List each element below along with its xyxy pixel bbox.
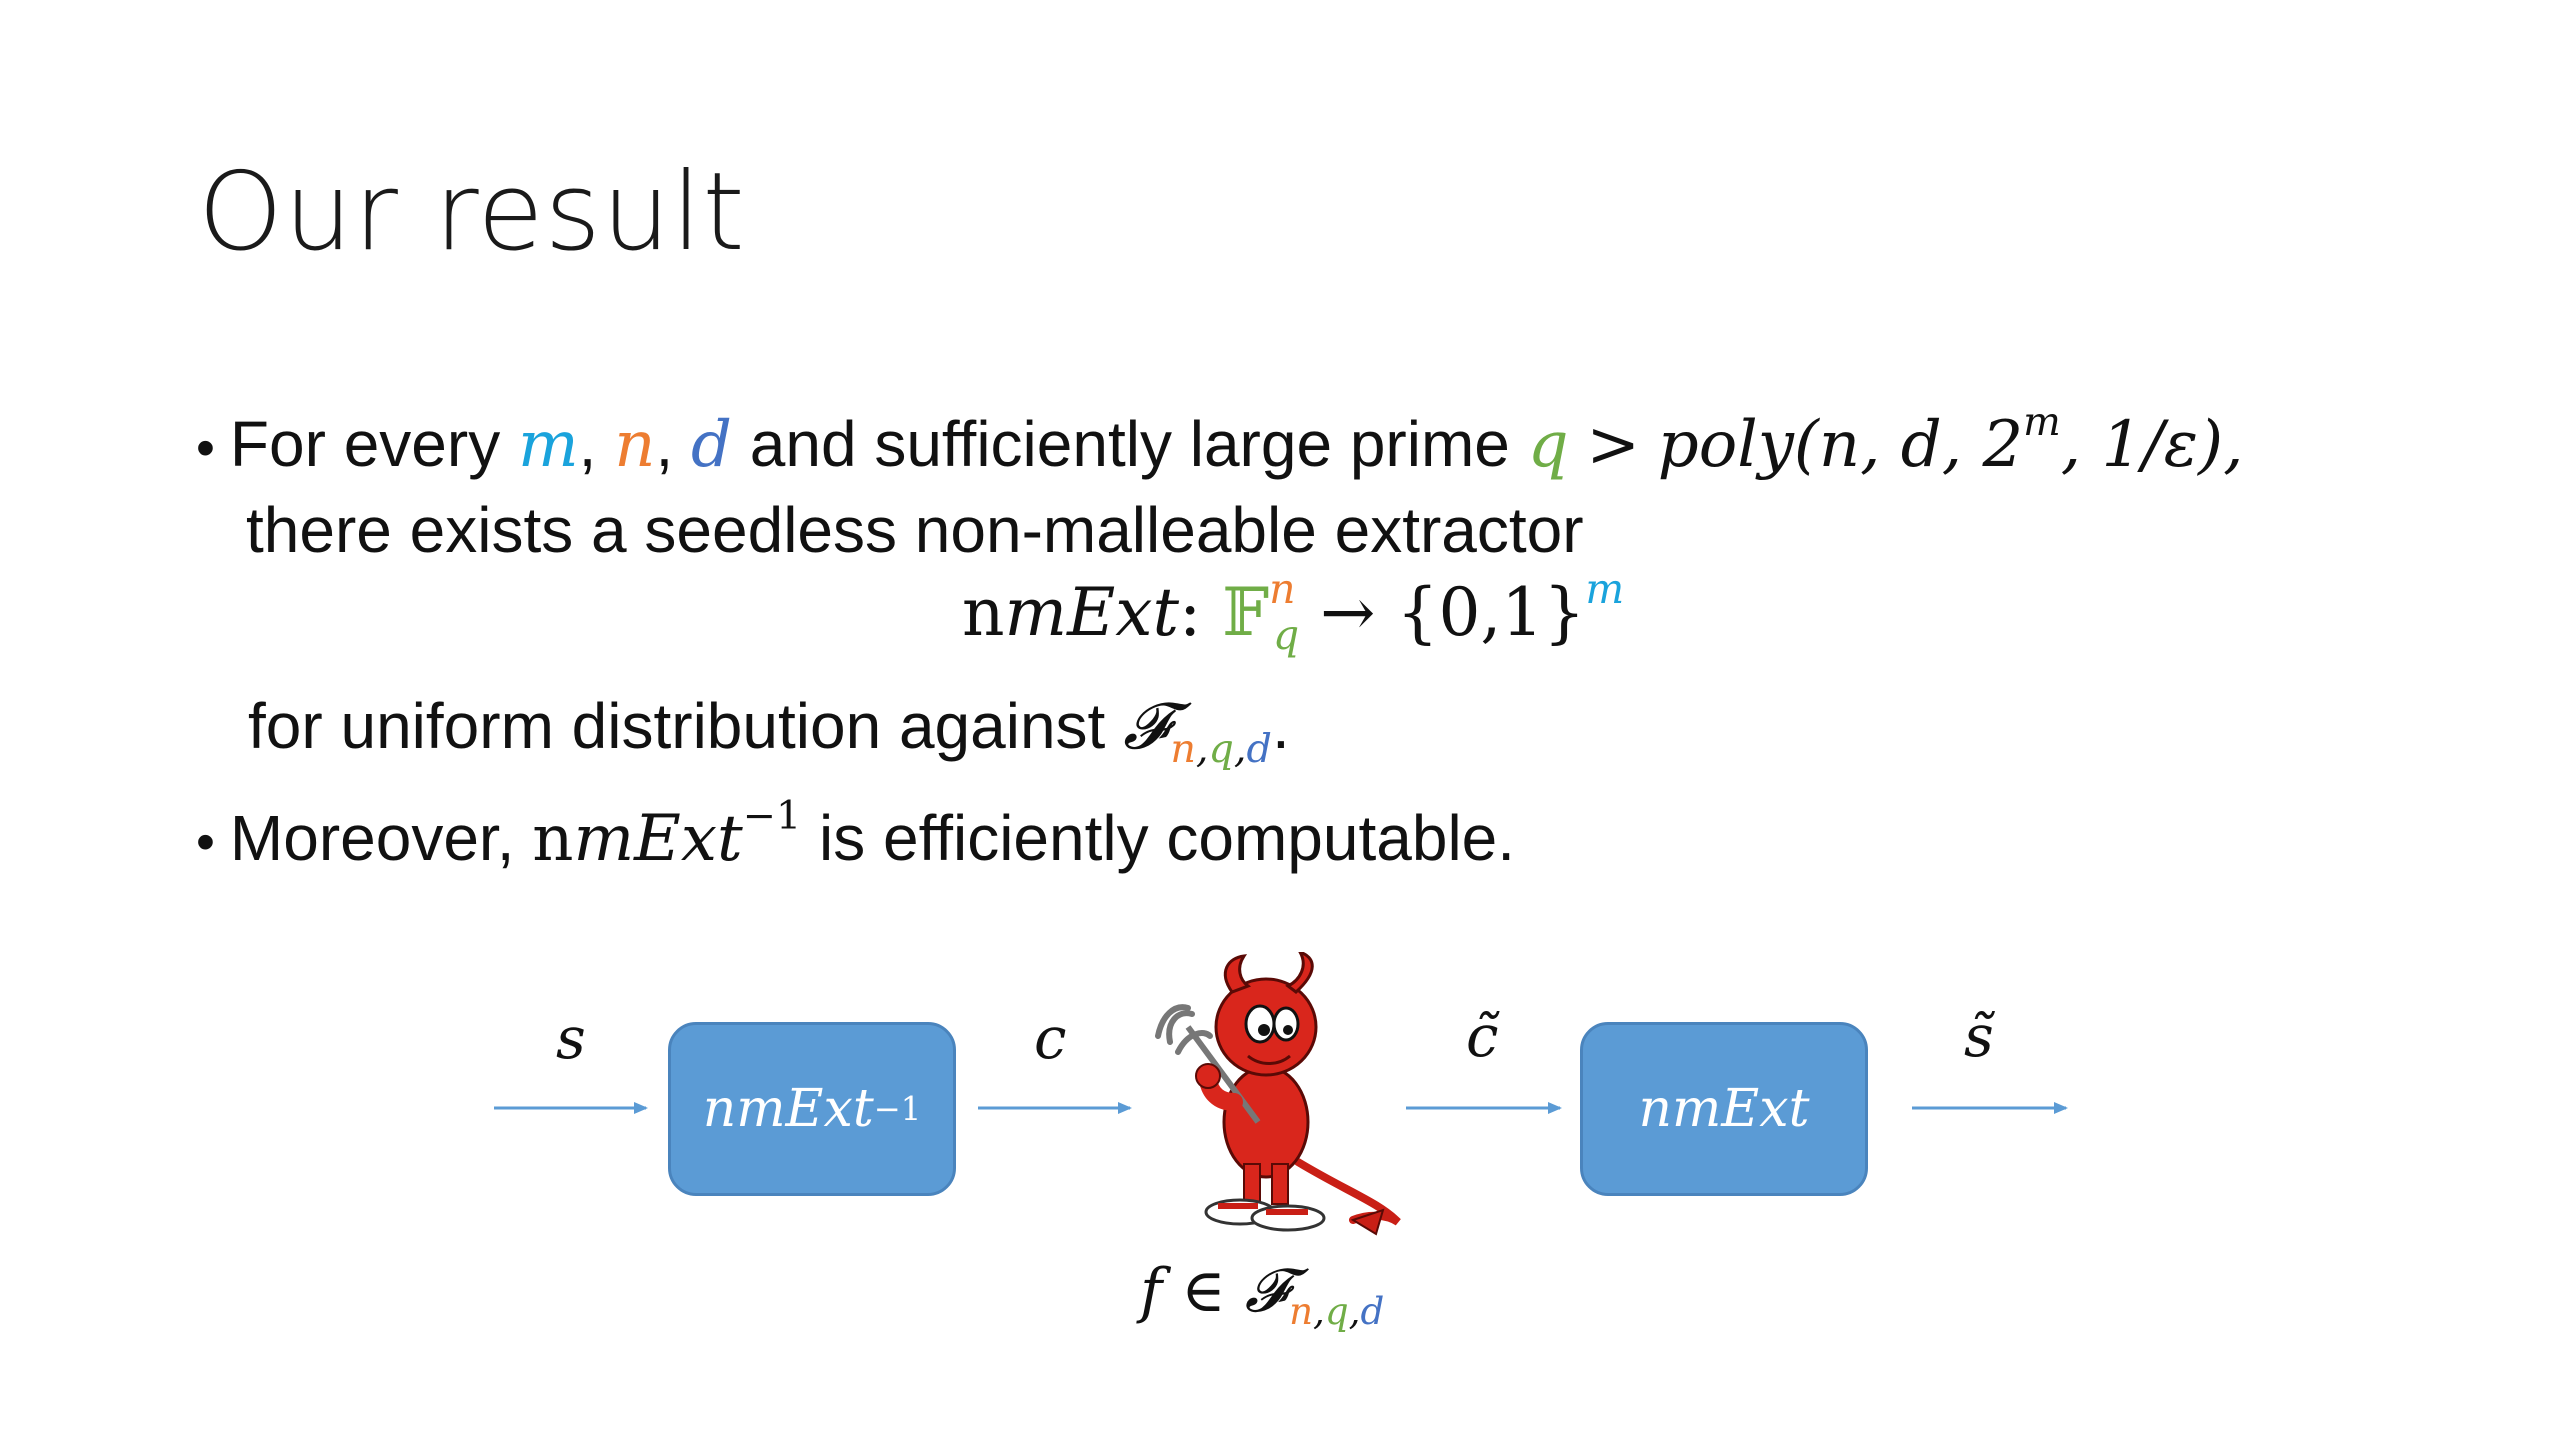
family-f: 𝓕n,q,d — [1123, 690, 1272, 772]
var-q: q — [1527, 408, 1569, 482]
arrow-right: → — [1320, 574, 1376, 651]
colon: : — [1179, 574, 1202, 651]
adversary-label: f ∈ 𝓕n,q,d — [1140, 1256, 1385, 1334]
devil-icon — [1155, 952, 1401, 1236]
poly-func: poly — [1657, 408, 1794, 482]
period: . — [1271, 690, 1290, 762]
formula-nmext: nnmExtmExt: 𝔽nq → {0,1}m — [962, 569, 1624, 656]
text-moreover: Moreover, — [229, 802, 515, 874]
bullet-1-line-4: for uniform distribution against 𝓕n,q,d. — [248, 694, 1290, 769]
label-s: s — [556, 1004, 586, 1072]
label-s-tilde: s̃ — [1964, 1002, 1994, 1070]
text-for-every: For every — [229, 408, 501, 480]
greater-than: > — [1586, 408, 1641, 482]
comma: , — [578, 408, 597, 480]
text-for-uniform: for uniform distribution against — [248, 690, 1106, 762]
nmext-box: nmExt — [1580, 1022, 1868, 1196]
comma: , — [655, 408, 674, 480]
bullet-dot: • — [196, 812, 230, 872]
bullet-dot: • — [196, 418, 230, 478]
label-c-tilde: c̃ — [1466, 1002, 1499, 1070]
field-symbol: 𝔽nq — [1222, 565, 1300, 660]
slide-title: Our result — [198, 150, 746, 275]
bullet-1-line-2: there exists a seedless non-malleable ex… — [246, 494, 1584, 566]
bullet-1-line-1: • For every m, n, d and sufficiently lar… — [196, 402, 2243, 478]
poly-args: (n, d, 2m, 1/ε), — [1793, 399, 2244, 482]
var-n: n — [614, 408, 656, 482]
var-m: m — [517, 408, 579, 482]
text-and-sufficiently: and sufficiently large prime — [749, 408, 1510, 480]
var-d: d — [691, 408, 732, 482]
codomain: {0,1}m — [1396, 565, 1625, 651]
nmext-name: nnmExtmExt — [962, 574, 1180, 651]
nmext-inverse-box: nmExt−1 — [668, 1022, 956, 1196]
label-c: c — [1034, 1004, 1067, 1072]
text-efficiently: is efficiently computable. — [818, 802, 1516, 874]
